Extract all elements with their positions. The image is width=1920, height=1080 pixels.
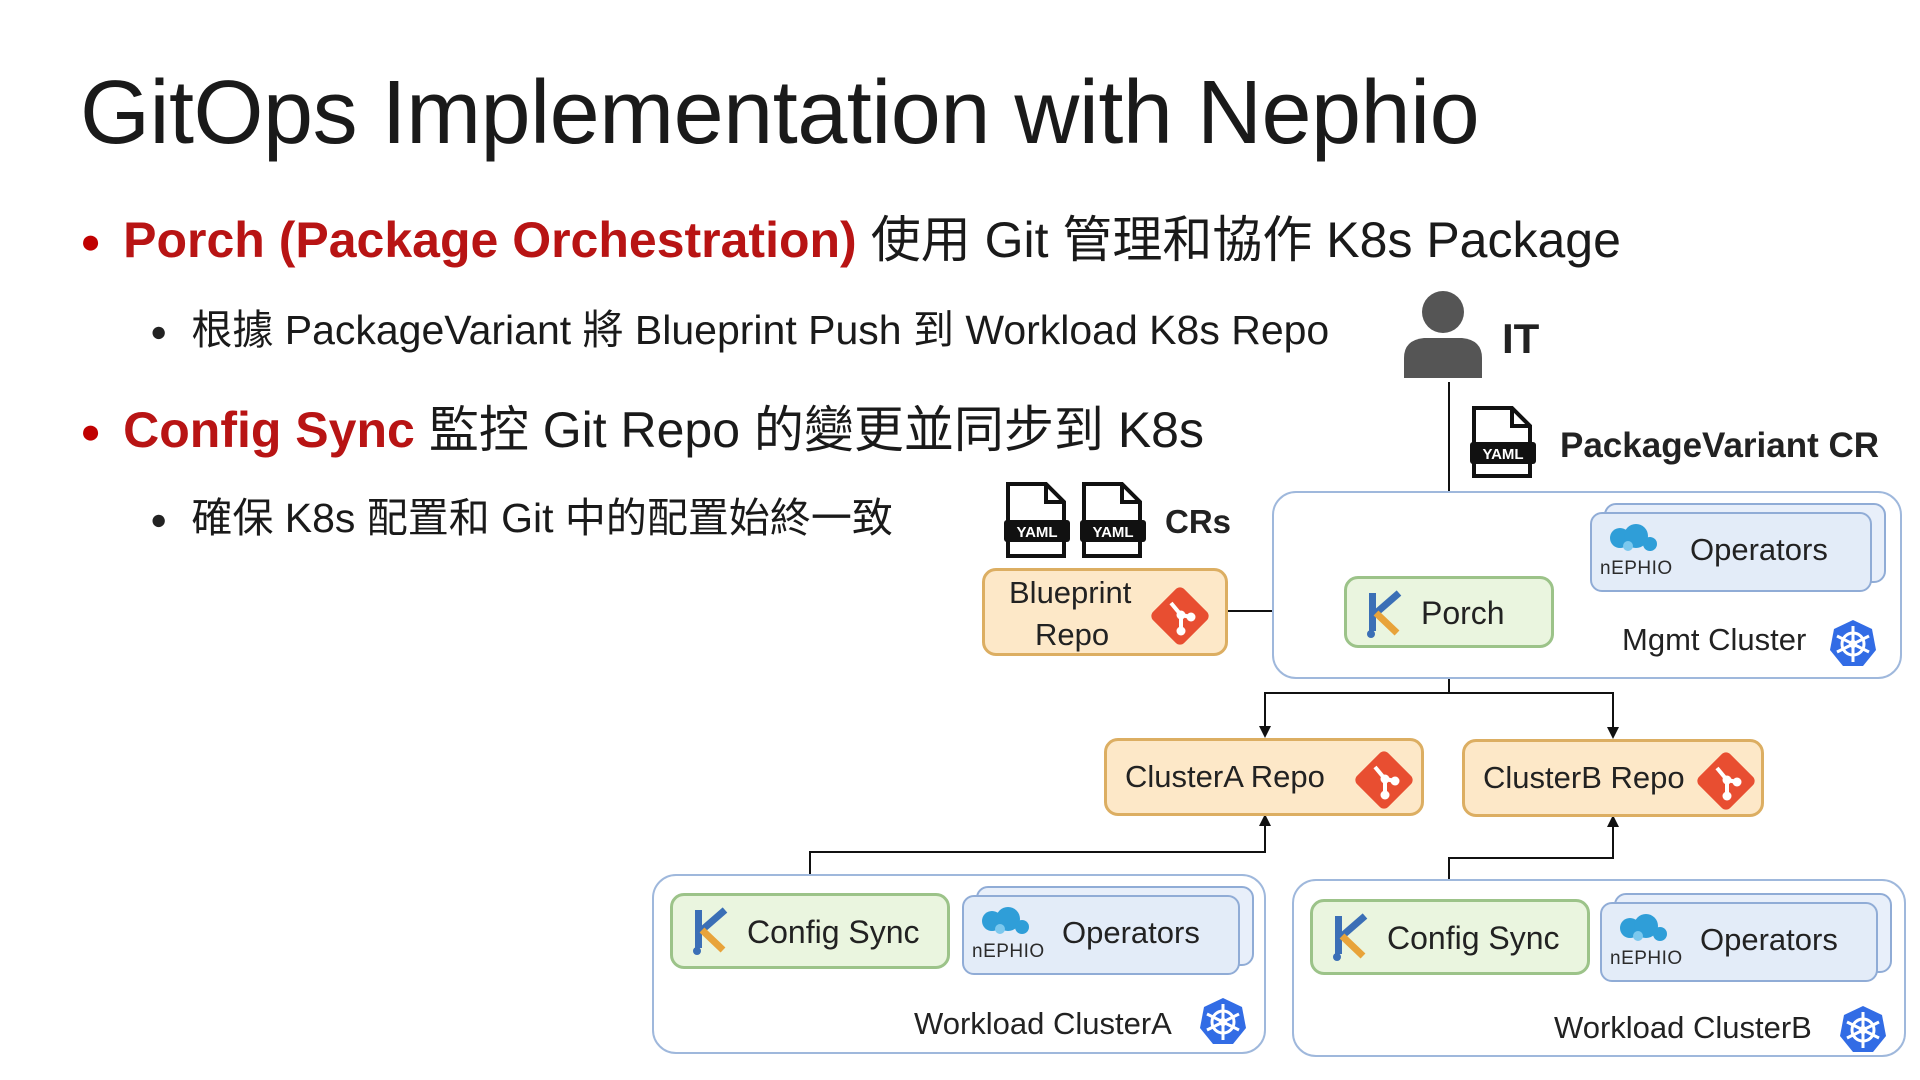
blueprint-label-line2: Repo (1035, 617, 1110, 652)
mgmt-operators-label: Operators (1690, 532, 1828, 567)
sub-bullet-text: 根據 PackageVariant 將 Blueprint Push 到 Wor… (191, 307, 1330, 353)
config-sync-label: Config Sync (747, 914, 920, 950)
kpt-icon (1367, 590, 1402, 638)
kubernetes-icon (1200, 998, 1246, 1044)
yaml-file-icon: YAML (1080, 482, 1146, 558)
clusterb-repo-label: ClusterB Repo (1483, 760, 1685, 795)
sub-bullet-packagevariant: ● 根據 PackageVariant 將 Blueprint Push 到 W… (150, 296, 1329, 356)
nephio-wordmark: nEPHIO (1610, 948, 1683, 969)
packagevariant-cr-label: PackageVariant CR (1560, 426, 1880, 465)
nephio-logo-icon (1610, 524, 1657, 551)
it-label: IT (1502, 315, 1540, 362)
sub-bullet-text: 確保 K8s 配置和 Git 中的配置始終一致 (191, 495, 893, 541)
bullet-highlight: Config Sync (123, 402, 415, 458)
kubernetes-icon (1830, 620, 1876, 666)
workloada-operators-box: nEPHIO Operators (962, 895, 1240, 975)
nephio-logo-icon (1620, 914, 1667, 941)
mgmt-operators-box: nEPHIO Operators (1590, 512, 1872, 592)
kubernetes-icon (1840, 1006, 1886, 1052)
configsync-b-to-repo-arrow (1448, 815, 1619, 897)
svg-text:YAML: YAML (1016, 524, 1057, 541)
svg-text:YAML: YAML (1092, 524, 1133, 541)
porch-label: Porch (1421, 595, 1505, 631)
workloadb-cluster-label: Workload ClusterB (1554, 1010, 1812, 1045)
workloada-operators-label: Operators (1062, 915, 1200, 950)
bullet-dot: ● (150, 316, 168, 348)
blueprint-repo[interactable]: Blueprint Repo (982, 568, 1228, 656)
bullet-text: 使用 Git 管理和協作 K8s Package (870, 212, 1621, 268)
porch-node[interactable]: Porch (1344, 576, 1554, 648)
clustera-repo-label: ClusterA Repo (1125, 759, 1325, 794)
clusterb-repo[interactable]: ClusterB Repo (1462, 739, 1764, 817)
person-icon (1404, 291, 1482, 378)
config-sync-label: Config Sync (1387, 920, 1560, 956)
git-icon (1151, 587, 1209, 645)
porch-to-clusterb-connector (1449, 692, 1619, 739)
workloada-cluster-label: Workload ClusterA (914, 1006, 1172, 1041)
bullet-text: 監控 Git Repo 的變更並同步到 K8s (428, 402, 1204, 458)
bullet-dot: ● (150, 504, 168, 536)
sub-bullet-consistency: ● 確保 K8s 配置和 Git 中的配置始終一致 (150, 484, 893, 544)
bullet-dot: ● (80, 412, 102, 451)
bullet-porch: ● Porch (Package Orchestration) 使用 Git 管… (80, 200, 1621, 272)
nephio-wordmark: nEPHIO (1600, 558, 1673, 579)
git-icon (1697, 752, 1755, 810)
nephio-wordmark: nEPHIO (972, 941, 1045, 962)
clustera-repo[interactable]: ClusterA Repo (1104, 738, 1424, 816)
bullet-dot: ● (80, 222, 102, 261)
bullet-highlight: Porch (Package Orchestration) (123, 212, 857, 268)
crs-label: CRs (1165, 503, 1232, 540)
blueprint-label-line1: Blueprint (1009, 575, 1132, 610)
workloadb-config-sync[interactable]: Config Sync (1310, 899, 1590, 975)
nephio-logo-icon (982, 907, 1029, 934)
mgmt-cluster-label: Mgmt Cluster (1622, 622, 1807, 657)
yaml-file-icon: YAML (1004, 482, 1070, 558)
bullet-config-sync: ● Config Sync 監控 Git Repo 的變更並同步到 K8s (80, 390, 1204, 462)
kpt-icon (693, 907, 728, 955)
kpt-icon (1333, 913, 1368, 961)
configsync-a-to-repo-arrow (809, 814, 1271, 893)
svg-text:YAML: YAML (1482, 446, 1523, 463)
workloadb-operators-box: nEPHIO Operators (1600, 902, 1878, 982)
git-icon (1355, 751, 1413, 809)
yaml-file-icon: YAML (1470, 406, 1536, 478)
slide-title: GitOps Implementation with Nephio (80, 63, 1480, 163)
workloadb-operators-label: Operators (1700, 922, 1838, 957)
workloada-config-sync[interactable]: Config Sync (670, 893, 950, 969)
